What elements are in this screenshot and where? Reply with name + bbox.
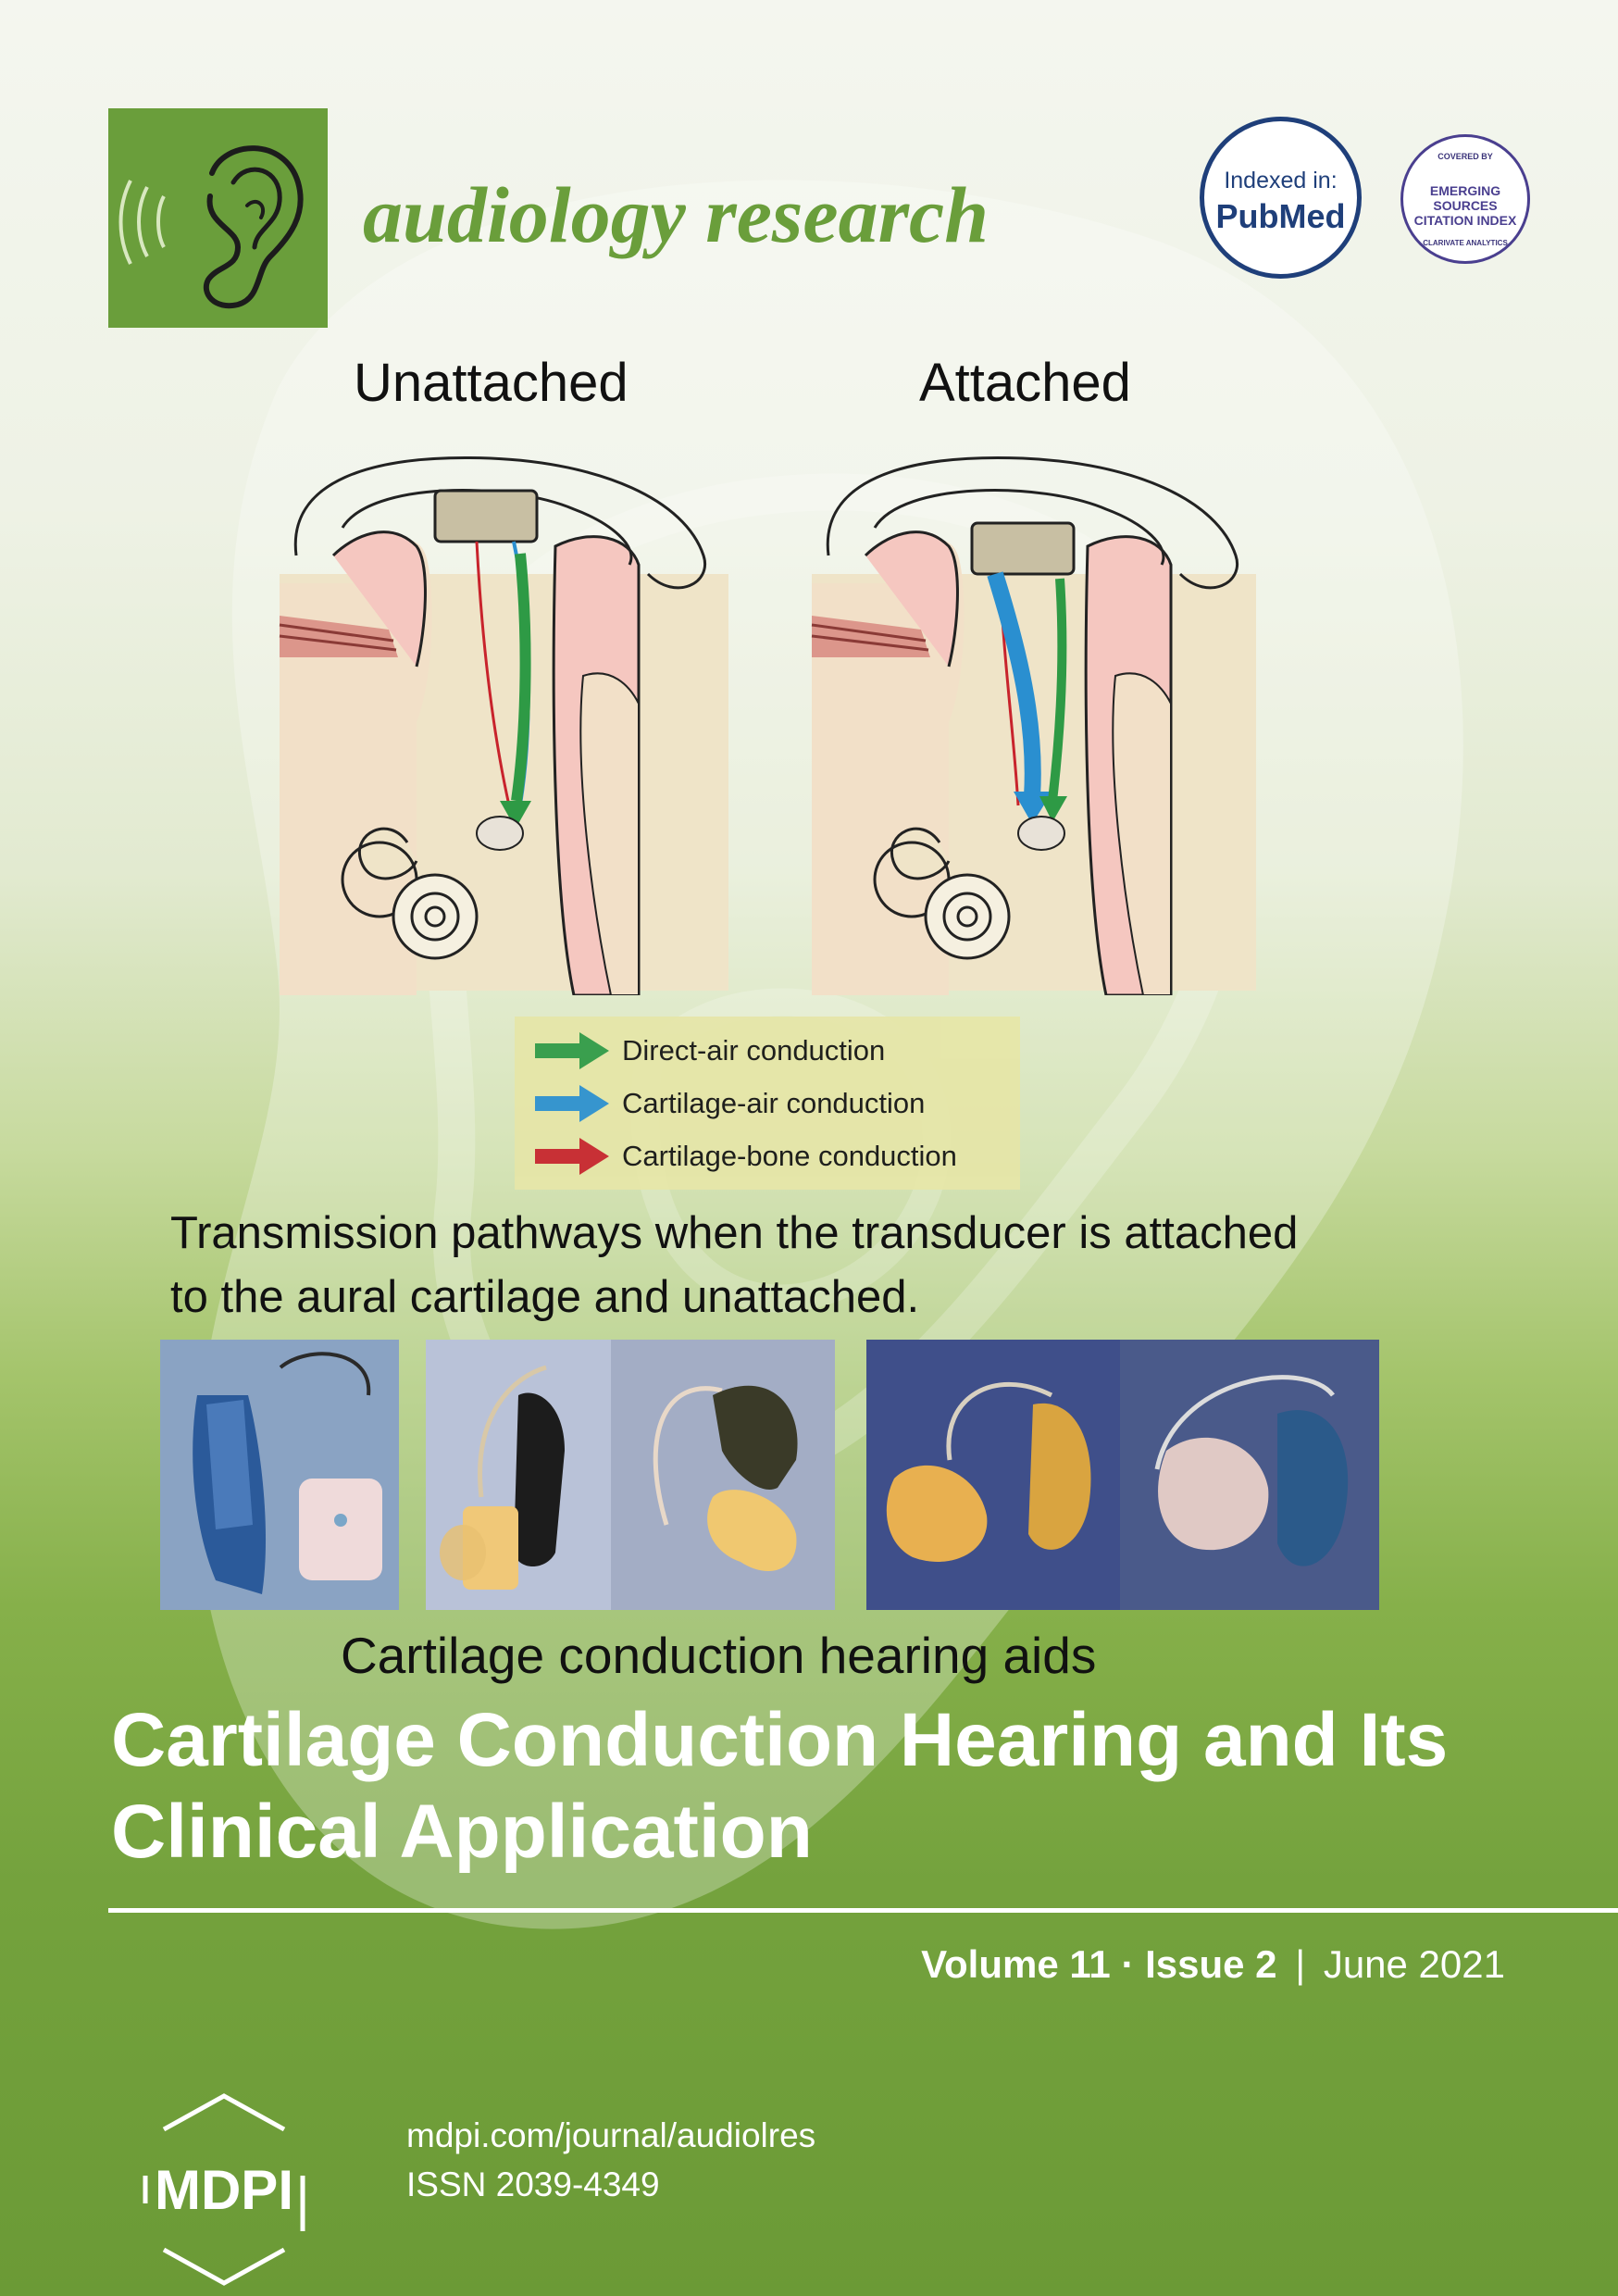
photo-caption: Cartilage conduction hearing aids	[341, 1627, 1097, 1684]
journal-logo	[108, 108, 328, 328]
red-arrow-icon	[535, 1138, 609, 1175]
figure-legend: Direct-air conduction Cartilage-air cond…	[515, 1017, 1020, 1190]
legend-item-cartilage-air: Cartilage-air conduction	[535, 1082, 925, 1125]
blue-arrow-icon	[535, 1085, 609, 1122]
figure-caption: Transmission pathways when the transduce…	[170, 1202, 1298, 1329]
figure-caption-line-2: to the aural cartilage and unattached.	[170, 1272, 920, 1322]
journal-name: audiology research	[363, 170, 989, 259]
pubmed-badge-name: PubMed	[1215, 197, 1346, 235]
esci-badge-bottom: CLARIVATE ANALYTICS	[1423, 239, 1508, 247]
esci-line-2: SOURCES	[1433, 198, 1498, 213]
article-title-line-1: Cartilage Conduction Hearing and Its	[111, 1698, 1449, 1782]
esci-line-3: CITATION INDEX	[1413, 213, 1517, 228]
divider-line	[108, 1908, 1618, 1913]
issn-number: ISSN 2039-4349	[406, 2165, 660, 2203]
esci-badge: COVERED BY EMERGING SOURCES CITATION IND…	[1382, 116, 1549, 282]
legend-label: Cartilage-air conduction	[622, 1087, 926, 1119]
issue-info: Volume 11 · Issue 2 | June 2021	[921, 1942, 1505, 1987]
legend-item-cartilage-bone: Cartilage-bone conduction	[535, 1135, 957, 1178]
ear-icon	[118, 145, 304, 309]
green-arrow-icon	[535, 1032, 609, 1069]
photo-hearing-aid-blue	[160, 1340, 399, 1610]
issue-date: June 2021	[1323, 1942, 1505, 1986]
esci-line-1: EMERGING	[1429, 183, 1501, 198]
hexagon-icon: MDPI	[143, 2093, 305, 2286]
legend-item-direct-air: Direct-air conduction	[535, 1029, 885, 1072]
issue-label: Issue 2	[1145, 1942, 1277, 1986]
figure-caption-line-1: Transmission pathways when the transduce…	[170, 1208, 1299, 1258]
article-title: Cartilage Conduction Hearing and Its Cli…	[111, 1694, 1448, 1878]
photo-hearing-aid-black	[426, 1340, 611, 1610]
esci-badge-top: COVERED BY	[1438, 152, 1493, 161]
esci-badge-text: EMERGING SOURCES CITATION INDEX	[1403, 183, 1527, 228]
mdpi-logo-text: MDPI	[155, 2159, 293, 2221]
diagram-unattached	[279, 455, 728, 995]
figure-title-unattached: Unattached	[354, 353, 629, 413]
figure-title-attached: Attached	[919, 353, 1131, 413]
volume-label: Volume 11	[921, 1942, 1111, 1986]
pubmed-badge-label: Indexed in:	[1224, 168, 1338, 193]
photo-hearing-aid-olive	[611, 1340, 835, 1610]
esci-badge-inner: COVERED BY EMERGING SOURCES CITATION IND…	[1400, 134, 1530, 264]
photo-hearing-aid-gold	[866, 1340, 1120, 1610]
legend-label: Direct-air conduction	[622, 1034, 886, 1067]
issue-separator-dot: ·	[1121, 1942, 1135, 1986]
pubmed-badge: Indexed in: PubMed	[1200, 117, 1362, 279]
photo-hearing-aid-navy	[1120, 1340, 1379, 1610]
mdpi-logo: MDPI	[108, 2092, 340, 2291]
issue-divider: |	[1295, 1942, 1306, 1986]
journal-url[interactable]: mdpi.com/journal/audiolres	[406, 2116, 816, 2154]
legend-label: Cartilage-bone conduction	[622, 1140, 957, 1172]
article-title-line-2: Clinical Application	[111, 1790, 813, 1874]
diagram-attached	[811, 455, 1256, 995]
